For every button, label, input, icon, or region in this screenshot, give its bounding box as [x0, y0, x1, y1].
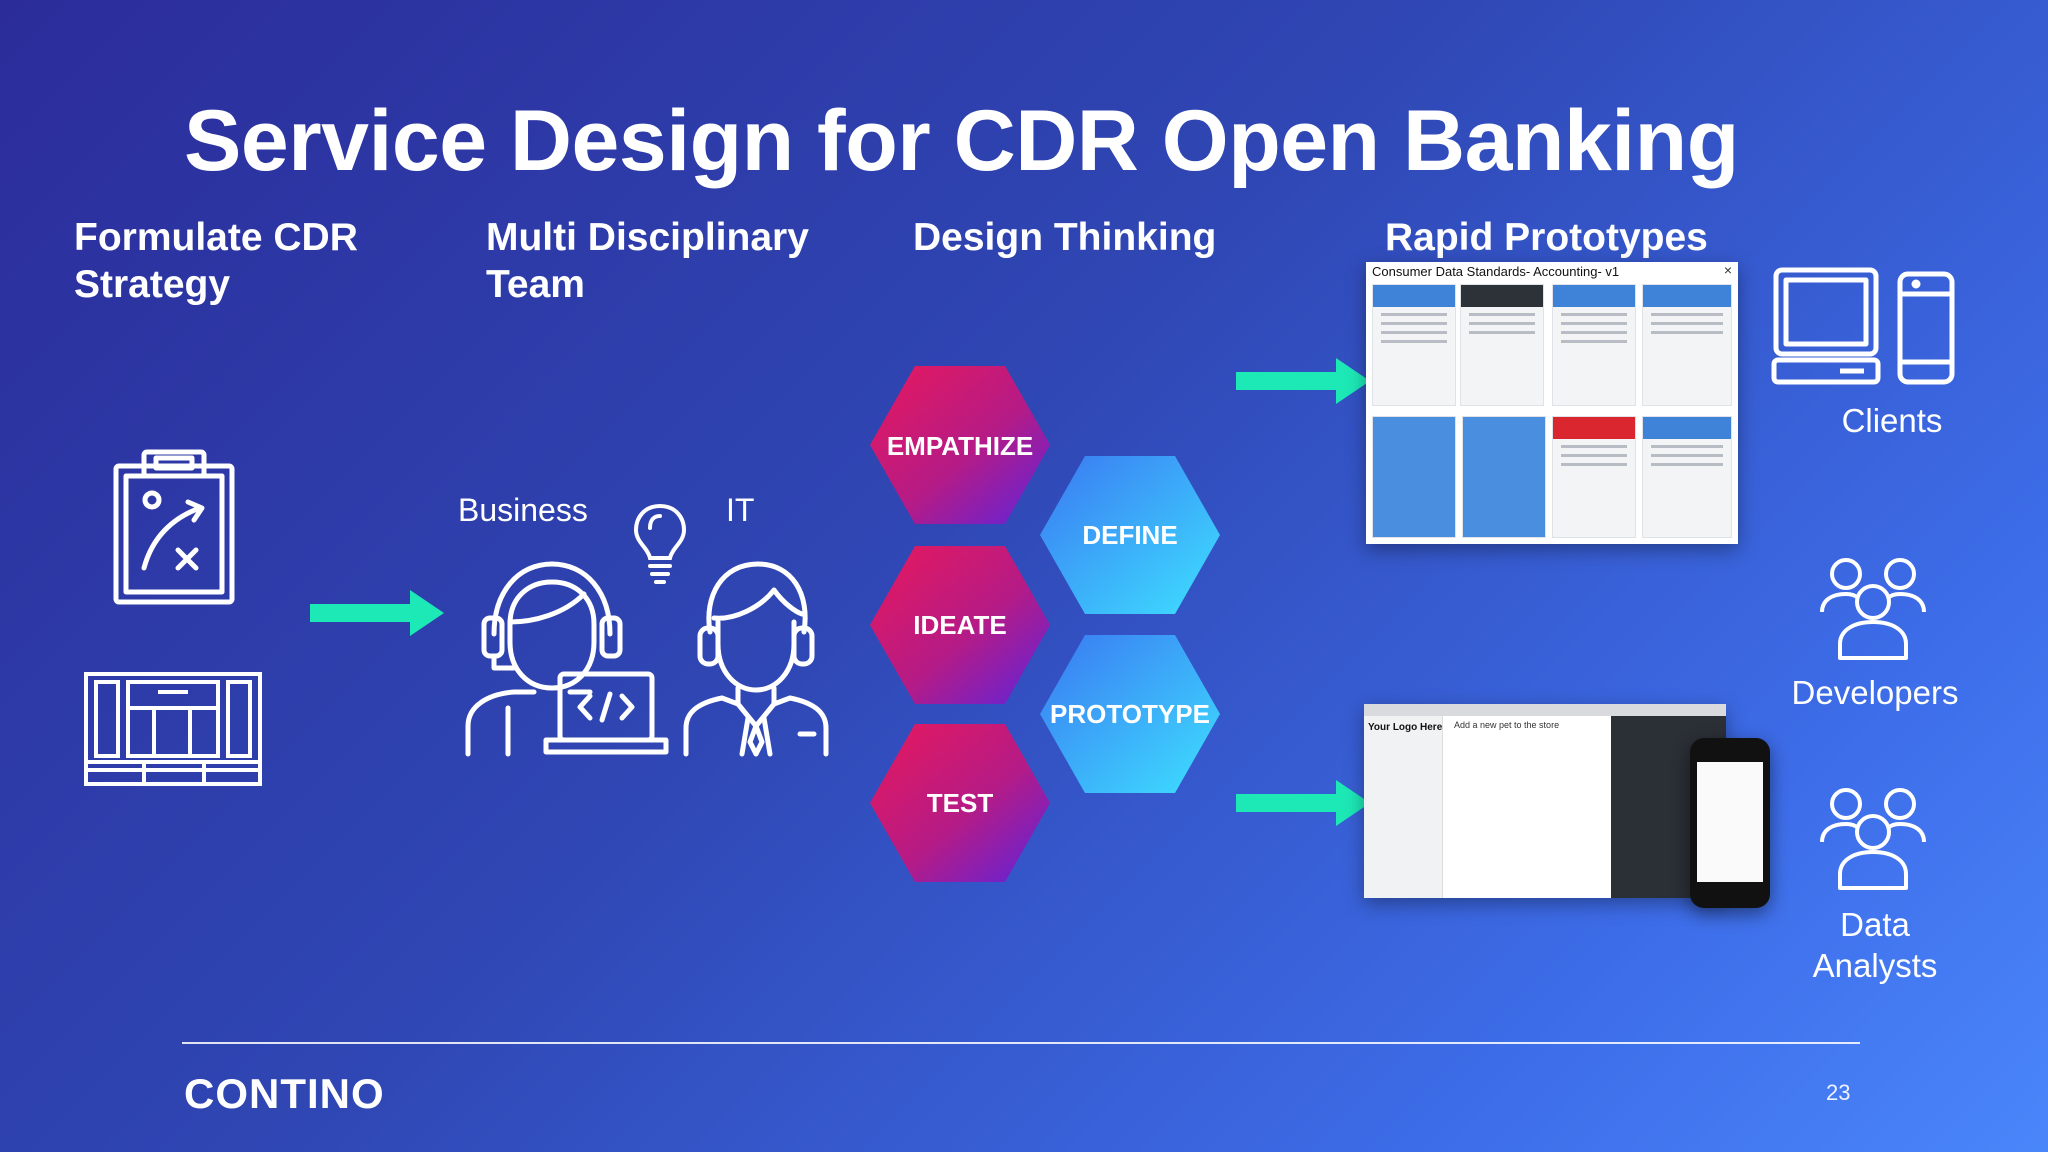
strategy-heading: Formulate CDR Strategy [74, 214, 358, 308]
hex-label-prototype: PROTOTYPE [1050, 699, 1210, 729]
data-analysts-label: Data Analysts [1770, 904, 1980, 986]
developer-laptop-icon [465, 561, 669, 757]
mockup-card [1642, 416, 1732, 538]
page-number: 23 [1826, 1080, 1851, 1105]
slide-title: Service Design for CDR Open Banking [184, 93, 1739, 189]
design-thinking-heading: Design Thinking [913, 216, 1217, 259]
api-docs-logo: Your Logo Here [1368, 722, 1443, 733]
team-heading-line2: Team [486, 263, 585, 306]
data-analysts-label-line1: Data [1840, 906, 1910, 943]
hex-label-ideate: IDEATE [913, 610, 1006, 640]
mockup-title: Consumer Data Standards- Accounting- v1 [1372, 264, 1620, 279]
mockup-card [1552, 284, 1636, 406]
mobile-phone-screenshot [1690, 738, 1770, 908]
hex-empathize: EMPATHIZE [870, 366, 1050, 524]
hex-ideate: IDEATE [870, 546, 1050, 704]
strategy-heading-line1: Formulate CDR [74, 216, 358, 259]
api-docs-heading: Add a new pet to the store [1454, 720, 1560, 730]
wireframe-layout-icon [84, 672, 262, 786]
hex-label-test: TEST [927, 788, 994, 818]
team-heading: Multi Disciplinary Team [486, 214, 809, 308]
mockup-card [1460, 284, 1544, 406]
flow-arrow [1236, 780, 1370, 826]
team-heading-line1: Multi Disciplinary [486, 216, 809, 259]
hex-define: DEFINE [1040, 456, 1220, 614]
api-docs-screenshot: Your Logo Here Add a new pet to the stor… [1364, 704, 1726, 898]
mockup-card [1372, 416, 1456, 538]
clipboard-play-icon [113, 449, 235, 605]
strategy-heading-line2: Strategy [74, 263, 231, 306]
hex-label-empathize: EMPATHIZE [887, 431, 1033, 461]
user-group-icon [1820, 558, 1926, 660]
clients-label: Clients [1841, 402, 1943, 439]
hex-test: TEST [870, 724, 1050, 882]
flow-arrow [310, 590, 444, 636]
desktop-mobile-icon [1771, 267, 1955, 385]
footer-divider [182, 1042, 1860, 1044]
mockup-card [1552, 416, 1636, 538]
businessman-icon [683, 561, 829, 757]
contino-logo: CONTINO [184, 1070, 385, 1117]
design-thinking-hexagons: EMPATHIZE DEFINE IDEATE PROTOTYPE TEST [870, 366, 1220, 882]
lightbulb-icon [633, 503, 687, 584]
developers-label: Developers [1791, 674, 1959, 711]
rapid-prototypes-heading: Rapid Prototypes [1385, 216, 1708, 259]
user-group-icon [1820, 788, 1926, 890]
hex-label-define: DEFINE [1082, 520, 1177, 550]
data-analysts-label-line2: Analysts [1812, 947, 1938, 984]
mockup-card [1372, 284, 1456, 406]
mockup-card [1462, 416, 1546, 538]
business-label: Business [458, 492, 588, 528]
mockup-card [1642, 284, 1732, 406]
prototype-mockup-screenshot: Consumer Data Standards- Accounting- v1 … [1366, 262, 1738, 544]
close-icon: × [1723, 262, 1732, 278]
flow-arrow [1236, 358, 1370, 404]
it-label: IT [726, 492, 755, 528]
hex-prototype: PROTOTYPE [1040, 635, 1220, 793]
